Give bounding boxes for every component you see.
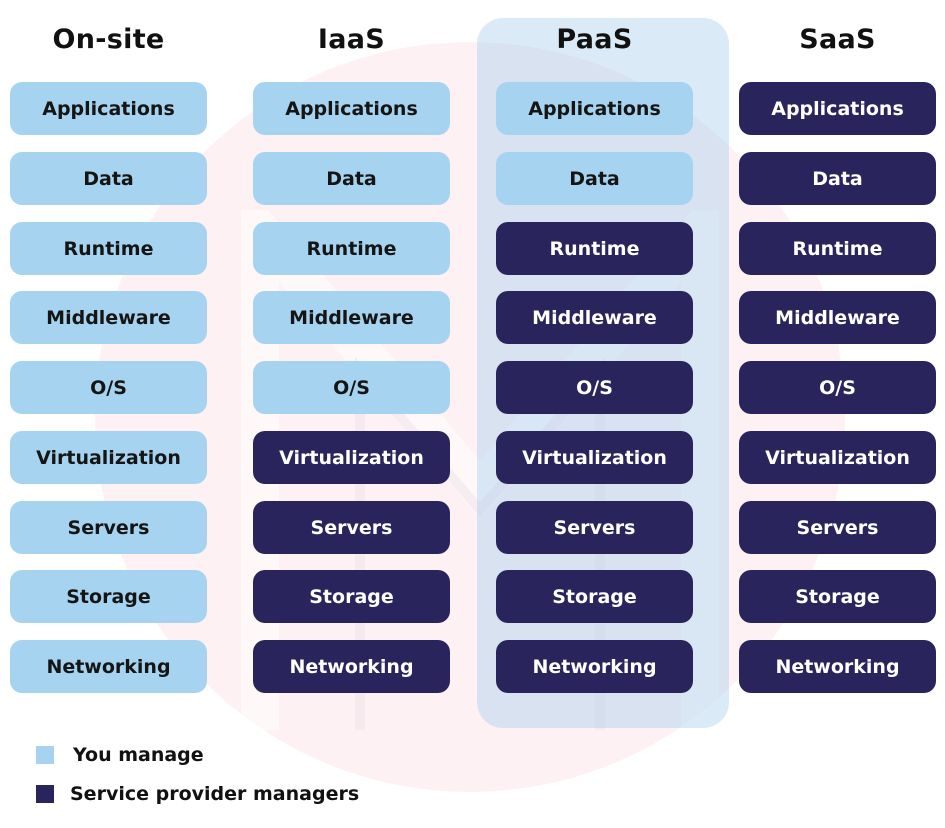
legend-item-provider: Service provider managers (36, 783, 359, 805)
cell-label: Runtime (306, 237, 397, 260)
cell-label: Storage (66, 585, 151, 608)
iaas-cell-data: Data (253, 152, 450, 205)
legend-swatch-you (36, 746, 54, 764)
cell-label: Storage (309, 585, 394, 608)
cell-label: Runtime (792, 237, 883, 260)
cell-label: Applications (771, 97, 904, 120)
iaas-cell-middleware: Middleware (253, 291, 450, 344)
cell-label: O/S (333, 376, 370, 399)
paas-cell-networking: Networking (496, 640, 693, 693)
on-site-cell-runtime: Runtime (10, 222, 207, 275)
saas-cell-data: Data (739, 152, 936, 205)
on-site-cell-storage: Storage (10, 570, 207, 623)
cell-label: Virtualization (36, 446, 181, 469)
cell-label: Applications (285, 97, 418, 120)
saas-cell-storage: Storage (739, 570, 936, 623)
saas-cell-networking: Networking (739, 640, 936, 693)
iaas-cell-o-s: O/S (253, 361, 450, 414)
paas-cell-servers: Servers (496, 501, 693, 554)
column-title-on-site: On-site (52, 24, 165, 55)
paas-cell-runtime: Runtime (496, 222, 693, 275)
cell-label: Middleware (289, 306, 414, 329)
on-site-cell-virtualization: Virtualization (10, 431, 207, 484)
on-site-cell-servers: Servers (10, 501, 207, 554)
saas-cell-servers: Servers (739, 501, 936, 554)
cell-label: Applications (42, 97, 175, 120)
cell-label: Data (83, 167, 134, 190)
cell-label: Networking (46, 655, 171, 678)
cell-label: Data (326, 167, 377, 190)
legend-label: You manage (73, 744, 204, 766)
paas-cell-data: Data (496, 152, 693, 205)
iaas-cell-storage: Storage (253, 570, 450, 623)
paas-cell-virtualization: Virtualization (496, 431, 693, 484)
iaas-cell-virtualization: Virtualization (253, 431, 450, 484)
cell-label: Virtualization (522, 446, 667, 469)
cell-label: Middleware (775, 306, 900, 329)
iaas-cell-networking: Networking (253, 640, 450, 693)
iaas-cell-servers: Servers (253, 501, 450, 554)
cell-label: Storage (552, 585, 637, 608)
saas-cell-virtualization: Virtualization (739, 431, 936, 484)
on-site-cell-applications: Applications (10, 82, 207, 135)
column-title-saas: SaaS (799, 24, 876, 55)
on-site-cell-o-s: O/S (10, 361, 207, 414)
iaas-cell-applications: Applications (253, 82, 450, 135)
column-title-iaas: IaaS (317, 24, 386, 55)
cell-label: Runtime (549, 237, 640, 260)
column-title-paas: PaaS (556, 24, 633, 55)
cell-label: Networking (532, 655, 657, 678)
cell-label: Servers (553, 516, 636, 539)
saas-cell-o-s: O/S (739, 361, 936, 414)
cell-label: O/S (90, 376, 127, 399)
paas-cell-middleware: Middleware (496, 291, 693, 344)
cell-label: Storage (795, 585, 880, 608)
paas-cell-storage: Storage (496, 570, 693, 623)
cell-label: Data (812, 167, 863, 190)
cell-label: Servers (796, 516, 879, 539)
on-site-cell-data: Data (10, 152, 207, 205)
cell-label: Applications (528, 97, 661, 120)
cell-label: Networking (775, 655, 900, 678)
cell-label: Data (569, 167, 620, 190)
saas-cell-middleware: Middleware (739, 291, 936, 344)
cell-label: Networking (289, 655, 414, 678)
cell-label: Runtime (63, 237, 154, 260)
background-circle (95, 42, 845, 792)
iaas-cell-runtime: Runtime (253, 222, 450, 275)
cell-label: Virtualization (279, 446, 424, 469)
paas-cell-o-s: O/S (496, 361, 693, 414)
saas-cell-runtime: Runtime (739, 222, 936, 275)
paas-cell-applications: Applications (496, 82, 693, 135)
cell-label: O/S (576, 376, 613, 399)
cell-label: Servers (310, 516, 393, 539)
cell-label: Virtualization (765, 446, 910, 469)
cell-label: Middleware (46, 306, 171, 329)
on-site-cell-middleware: Middleware (10, 291, 207, 344)
cell-label: O/S (819, 376, 856, 399)
cell-label: Servers (67, 516, 150, 539)
cell-label: Middleware (532, 306, 657, 329)
legend-label: Service provider managers (70, 783, 360, 805)
saas-cell-applications: Applications (739, 82, 936, 135)
legend-item-you: You manage (36, 744, 204, 766)
on-site-cell-networking: Networking (10, 640, 207, 693)
legend-swatch-provider (36, 785, 54, 803)
